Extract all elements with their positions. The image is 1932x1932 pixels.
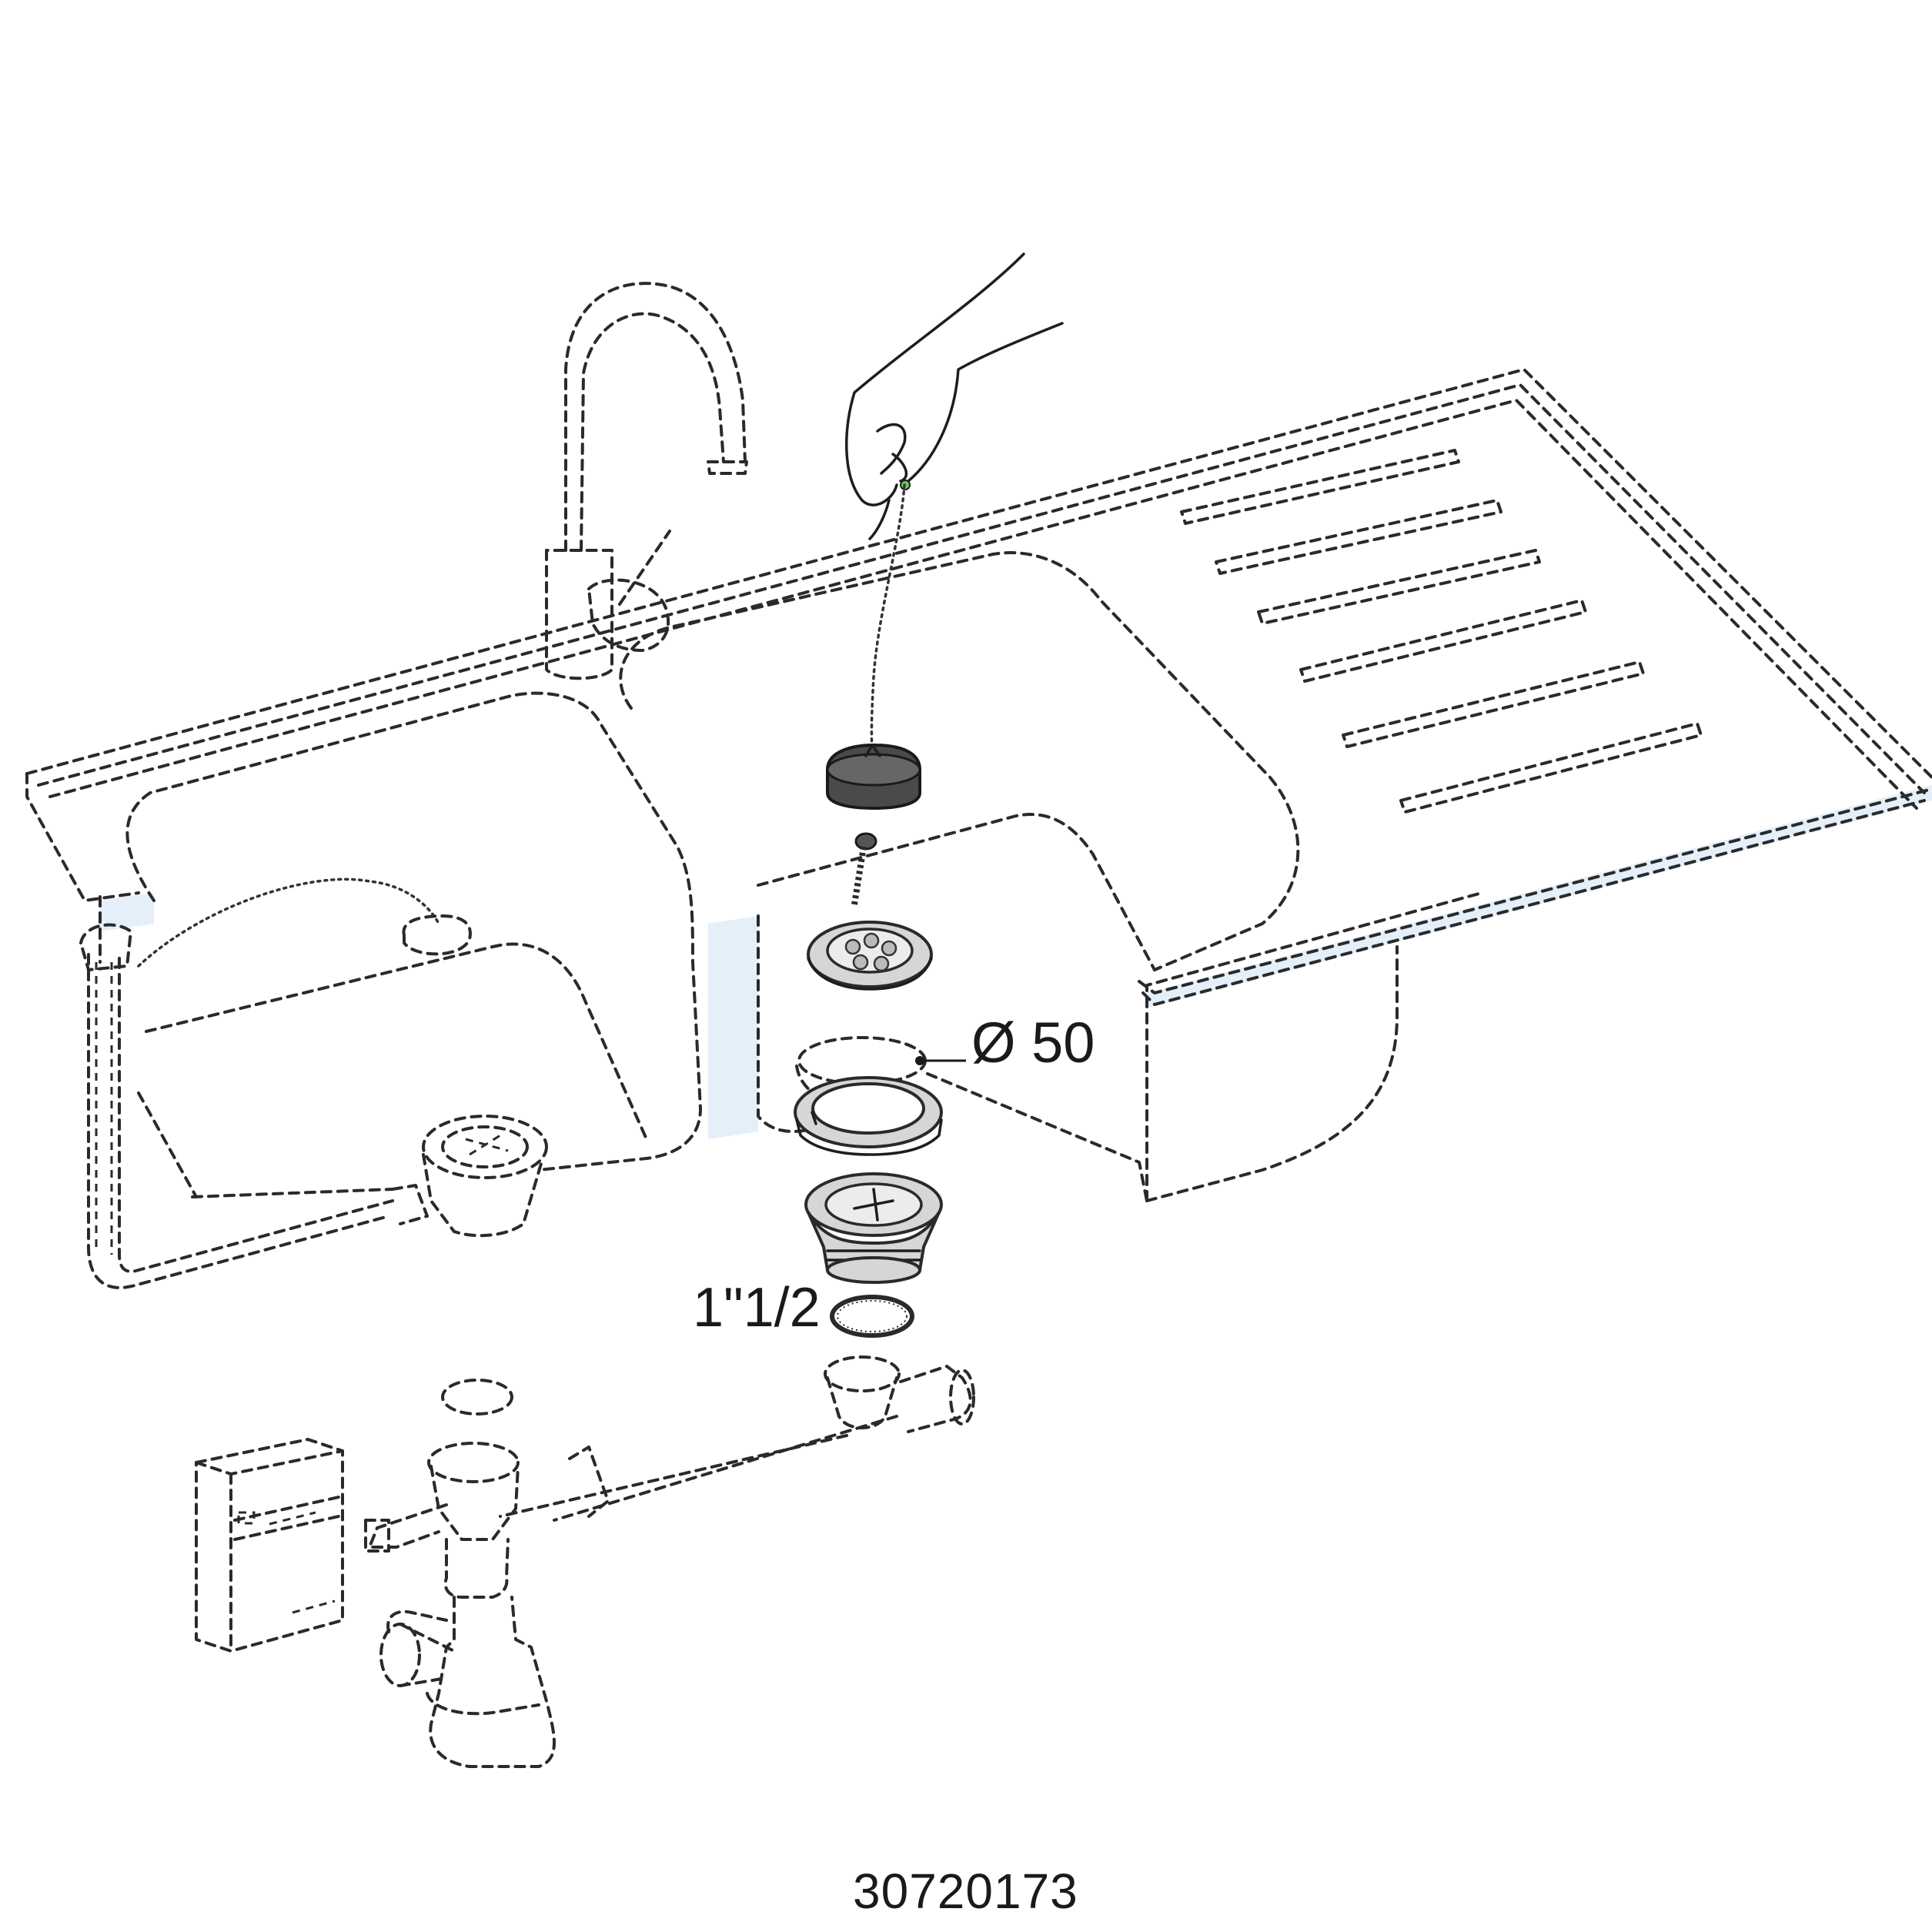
tap xyxy=(545,282,748,680)
rubber-plug xyxy=(826,743,921,811)
waste-body xyxy=(804,1172,943,1284)
tint-panels xyxy=(100,785,1932,1139)
diameter-callout-leader xyxy=(915,1056,966,1065)
strainer-grid xyxy=(807,921,933,991)
siphon xyxy=(364,1379,556,1768)
article-number: 30720173 xyxy=(853,1863,1078,1919)
sink-outline xyxy=(25,368,1932,1202)
left-basin-waste xyxy=(137,877,548,1238)
nut-washer xyxy=(830,1295,914,1338)
outlet-diameter-label: Ø 50 xyxy=(971,1011,1095,1075)
plug-chain xyxy=(870,483,906,756)
screw xyxy=(851,832,877,905)
overflow-hose xyxy=(79,923,394,1289)
hand xyxy=(845,252,1064,540)
dishwasher xyxy=(195,1438,344,1653)
thread-size-label: 1"1/2 xyxy=(693,1277,821,1339)
outlet-flange xyxy=(794,1076,943,1156)
pipe-connector xyxy=(499,1355,975,1522)
